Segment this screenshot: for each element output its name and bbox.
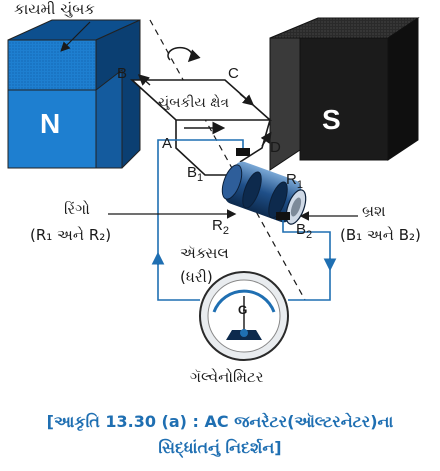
axis-line <box>149 19 306 301</box>
rings-label: રિંગો <box>64 200 90 218</box>
permanent-magnet-label: કાયમી ચુંબક <box>14 0 95 18</box>
coil-point-b: B <box>117 65 128 82</box>
coil-point-c: C <box>228 65 239 82</box>
brush-b1-label: B1 <box>187 164 204 184</box>
north-magnet <box>7 19 141 169</box>
galvanometer <box>199 271 289 361</box>
rings-detail-label: (R₁ અને R₂) <box>30 226 112 244</box>
magnet-pointer <box>60 21 91 52</box>
ring-r2-label: R2 <box>212 217 229 237</box>
brush-label: બ્રશ <box>362 202 386 220</box>
brush-b1 <box>236 148 250 156</box>
figure-caption-line2: સિદ્ધાંતનું નિદર્શન] <box>158 438 282 457</box>
galvanometer-label: ગૅલ્વેનોમિટર <box>190 368 264 386</box>
coil-point-d: D <box>270 139 281 156</box>
magnetic-field-label: ચુંબકીય ક્ષેત્ર <box>158 95 230 111</box>
axle-detail-label: (ધરી) <box>180 268 213 286</box>
rotation-arrow <box>167 46 201 63</box>
axle-label: ઍક્સલ <box>180 244 229 262</box>
south-magnet <box>269 17 420 171</box>
coil-point-a: A <box>162 135 173 152</box>
brush-b2 <box>276 212 290 220</box>
external-circuit <box>151 139 337 301</box>
ring-r1-label: R1 <box>286 171 303 191</box>
galvanometer-symbol: G <box>238 303 248 317</box>
north-pole-label: N <box>40 108 61 139</box>
south-pole-label: S <box>322 104 341 135</box>
figure-caption-line1: [આકૃતિ 13.30 (a) : AC જનરેટર(ઑલ્ટરનેટર)ન… <box>46 412 394 431</box>
slip-rings <box>221 161 307 225</box>
coil <box>129 74 273 176</box>
brush-b2-label: B2 <box>296 221 313 241</box>
brush-detail-label: (B₁ અને B₂) <box>340 226 421 244</box>
